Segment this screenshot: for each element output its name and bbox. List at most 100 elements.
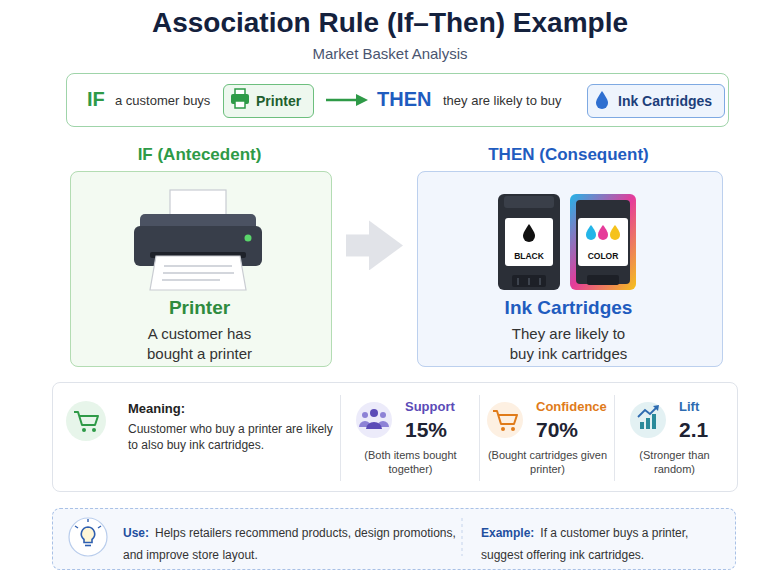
consequent-panel: THEN (Consequent)Ink CartridgesThey are … <box>417 171 723 367</box>
pill-printer-icon <box>231 89 249 108</box>
printer-illustration-part <box>162 279 220 281</box>
node-text: (Both items bought together) <box>347 449 474 477</box>
use-bulb-icon-part <box>75 526 78 528</box>
printer-illustration-part <box>150 256 246 290</box>
text-heading: Example: <box>481 526 534 540</box>
node-heading: Lift <box>679 399 699 415</box>
cartridge-label: COLOR <box>578 251 628 262</box>
metrics-panel: Support15%(Both items bought together)Co… <box>52 382 738 492</box>
color-cartridge-part <box>576 200 630 284</box>
color-cartridge-part <box>610 225 620 240</box>
node-text: They are likely to buy ink cartridges <box>498 324 639 363</box>
use-divider <box>462 518 463 556</box>
color-cartridge-part <box>586 225 596 240</box>
black-cartridge-part <box>528 278 530 285</box>
flow-arrow <box>346 234 369 256</box>
pill-drop-icon <box>596 91 608 109</box>
diagram-title: Association Rule (If–Then) Example <box>0 6 780 40</box>
rule-arrow-part <box>356 94 368 106</box>
node-heading: Meaning: <box>128 401 185 417</box>
cartridge-label: BLACK <box>505 251 553 262</box>
use-bulb-icon-part <box>98 526 101 528</box>
node-fill <box>52 508 736 570</box>
support-icon-part <box>362 412 368 418</box>
node-fill <box>587 84 725 118</box>
node-text: a customer buys <box>115 93 210 109</box>
rule-arrow-part <box>326 99 359 102</box>
use-bulb-icon-part <box>87 519 88 522</box>
node-heading: Confidence <box>536 399 607 415</box>
use-divider-part <box>462 518 463 556</box>
text-heading: Use: <box>123 526 149 540</box>
node-text: (Stronger than random) <box>619 449 730 477</box>
lift-icon-part <box>646 418 650 429</box>
support-icon-part <box>366 422 382 429</box>
node-text: THEN <box>377 87 431 112</box>
confidence-icon-part <box>501 427 505 431</box>
black-cartridge-part <box>498 194 560 290</box>
subtitle: Market Basket Analysis <box>0 45 780 64</box>
confidence-icon-part <box>493 411 517 431</box>
node-fill <box>66 73 729 127</box>
node-heading: THEN (Consequent) <box>418 144 719 165</box>
support-icon <box>356 402 392 438</box>
node-heading: IF (Antecedent) <box>71 144 328 165</box>
item-pill: Ink Cartridges <box>587 84 725 118</box>
antecedent-panel: IF (Antecedent)PrinterA customer has bou… <box>70 171 332 367</box>
support-icon-part <box>370 409 378 417</box>
use-panel: Use:Helps retailers recommend products, … <box>52 508 736 570</box>
node-text: 70% <box>536 417 578 443</box>
confidence-icon <box>487 402 523 438</box>
black-cartridge-part <box>523 224 535 242</box>
meaning-icon-part <box>92 428 96 432</box>
lift-icon-part <box>640 422 644 429</box>
node-text: (Bought cartridges given printer) <box>486 449 609 477</box>
node-heading: Support <box>405 399 455 415</box>
meaning-icon-part <box>82 428 86 432</box>
confidence-icon-part <box>487 402 523 438</box>
support-icon-part <box>356 402 392 438</box>
node-text: 15% <box>405 417 447 443</box>
node-fill <box>70 171 332 367</box>
use-bulb-icon <box>69 518 107 556</box>
node-text: A customer has bought a printer <box>132 324 267 363</box>
pill-drop-icon-part <box>596 91 608 109</box>
lift-icon <box>630 402 666 438</box>
meaning-icon <box>66 401 106 441</box>
color-cartridge-part <box>598 225 608 240</box>
text-group: Example:If a customer buys a printer, su… <box>481 521 726 566</box>
node-text: Cuustomer who buy a printer are likely t… <box>128 421 333 453</box>
black-cartridge-part <box>512 275 546 287</box>
printer-illustration-part <box>245 235 252 242</box>
node-heading: Ink Cartridges <box>618 93 712 111</box>
color-cartridge-part <box>578 218 628 266</box>
lift-metric: Lift2.1(Stronger than random) <box>614 395 734 481</box>
black-cartridge <box>498 194 560 290</box>
confidence-metric: Confidence 70% (Bought cartridges given pr… <box>479 395 614 481</box>
black-cartridge-part <box>539 278 541 285</box>
use-bulb-icon-part <box>85 545 91 547</box>
black-cartridge-part <box>517 278 519 285</box>
meaning-icon-part <box>66 401 106 441</box>
rule-arrow <box>326 94 368 106</box>
pill-printer-icon-part <box>235 101 245 108</box>
black-cartridge-part <box>504 196 554 208</box>
node-fill <box>52 382 738 492</box>
color-cartridge-part <box>570 194 636 290</box>
lift-icon-part <box>638 407 657 417</box>
use-bulb-icon-part <box>81 527 94 543</box>
printer-illustration-part <box>163 272 234 274</box>
node-heading: Printer <box>256 93 301 111</box>
color-cartridge-part <box>587 275 619 285</box>
node-fill <box>223 84 314 118</box>
support-metric: Support 15% (Both items bought together) <box>340 395 479 481</box>
node-heading: IF <box>87 87 105 112</box>
lift-icon-part <box>653 405 659 411</box>
text-body: Helps retailers recommend products, desi… <box>123 526 456 562</box>
item-pill: Printer <box>223 84 314 118</box>
printer-illustration-part <box>164 265 232 267</box>
lift-icon-part <box>630 402 666 438</box>
